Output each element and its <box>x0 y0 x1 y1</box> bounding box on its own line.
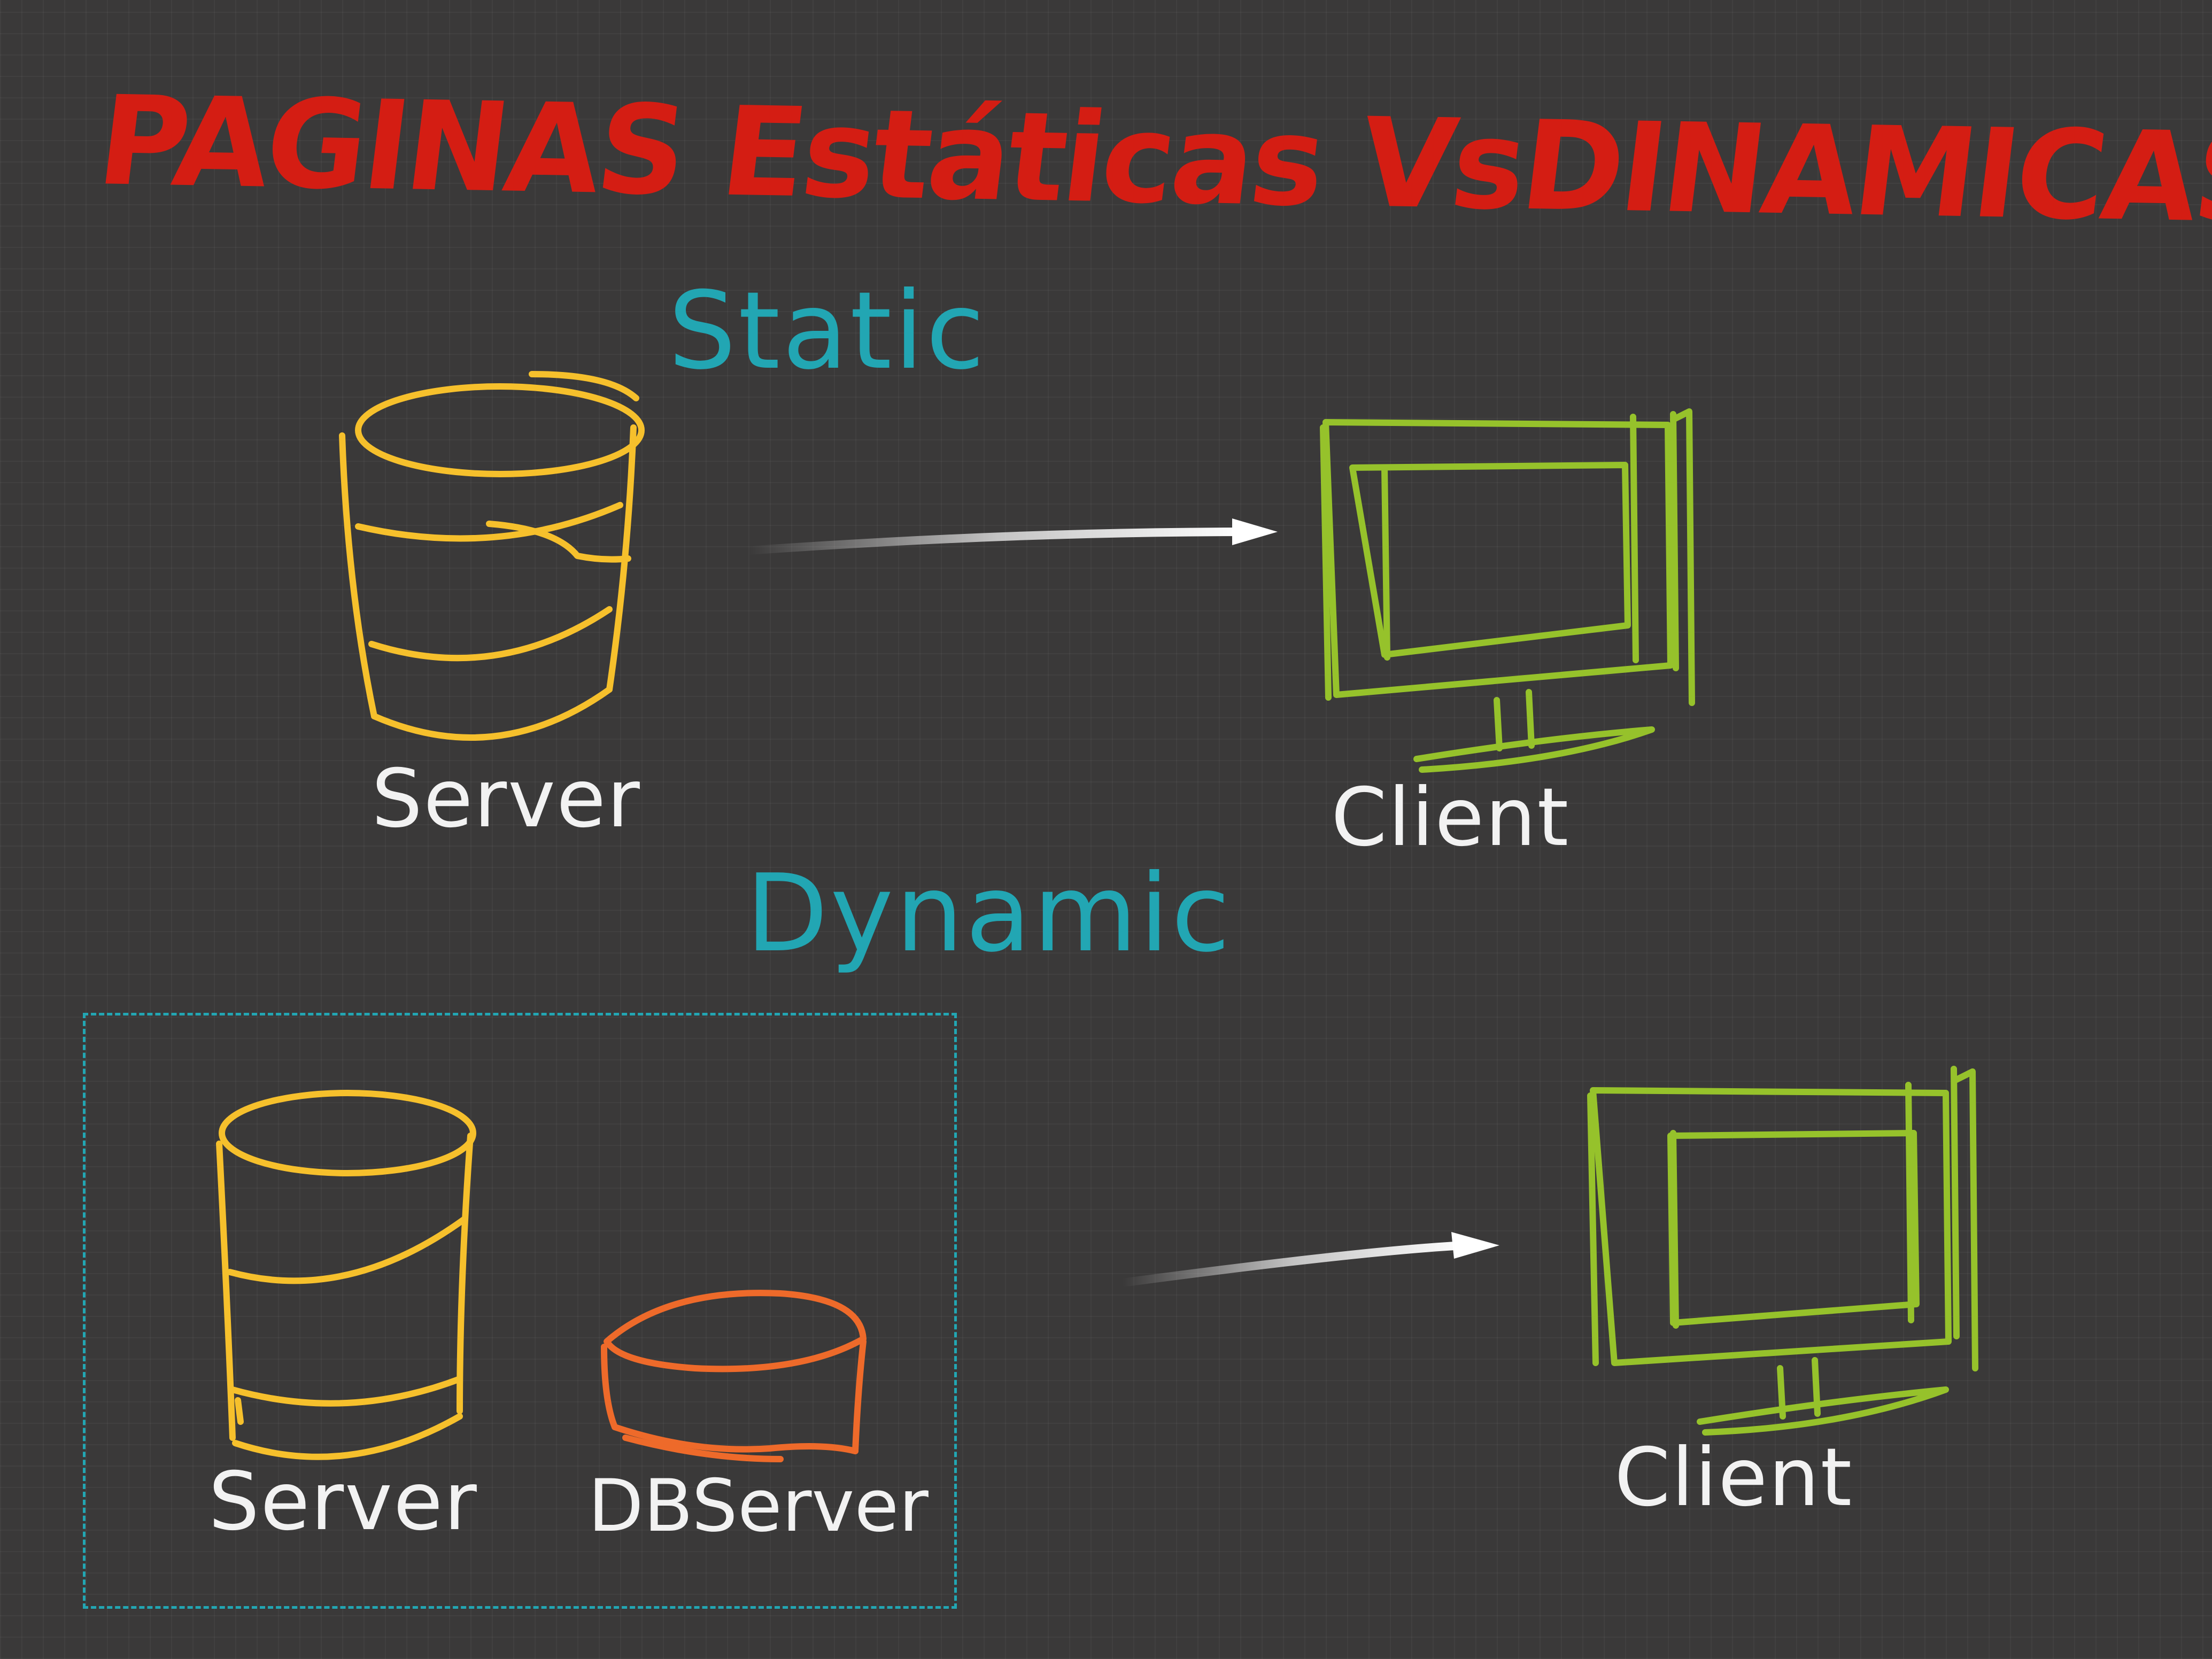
dynamic-db-server-label: DBServer <box>588 1464 929 1548</box>
db-server-icon <box>601 1290 867 1462</box>
static-client-icon <box>1320 408 1695 773</box>
dynamic-client-icon <box>1587 1066 1978 1436</box>
dynamic-client-label: Client <box>1614 1431 1853 1524</box>
static-server-label: Server <box>372 753 641 846</box>
static-flow-arrow-icon <box>744 518 1278 555</box>
dynamic-flow-arrow-icon <box>1118 1232 1499 1287</box>
dynamic-server-icon <box>216 1090 476 1460</box>
static-client-label: Client <box>1331 771 1570 864</box>
section-title-static: Static <box>668 269 987 393</box>
dynamic-server-label: Server <box>208 1455 478 1548</box>
static-server-icon <box>339 371 645 741</box>
section-title-dynamic: Dynamic <box>746 851 1233 976</box>
dynamic-server-group-box <box>83 1013 957 1609</box>
